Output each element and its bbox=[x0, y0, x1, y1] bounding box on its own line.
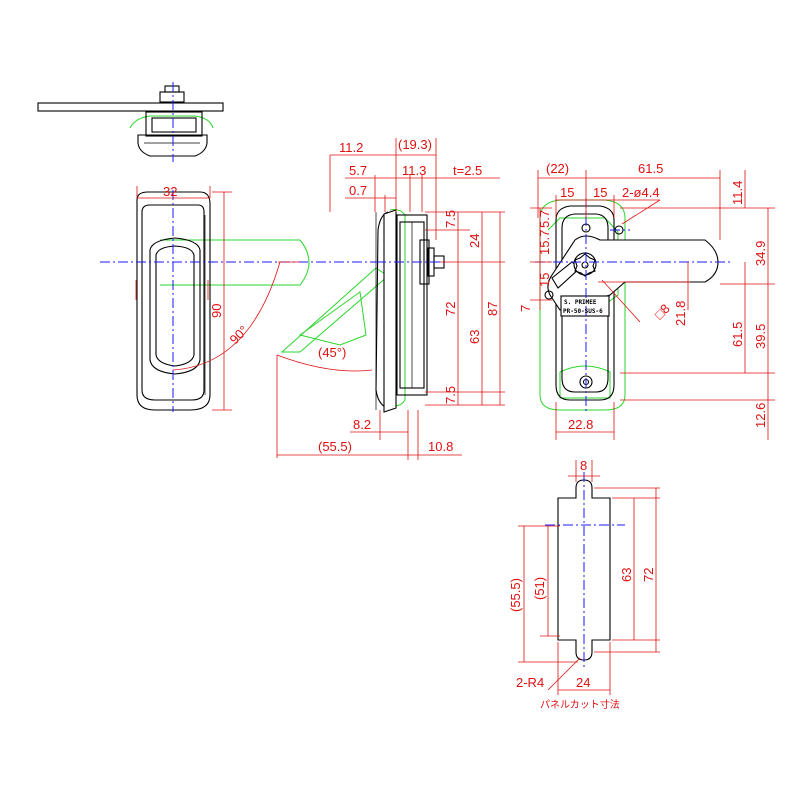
nameplate-line-1: S. PRIMEE bbox=[564, 299, 597, 306]
dim-11-2: 11.2 bbox=[339, 140, 363, 155]
cutout-caption: パネルカット寸法 bbox=[540, 698, 620, 711]
dim-15-b: 15 bbox=[593, 185, 607, 200]
dim-hole-dia: 2-ø4.4 bbox=[622, 185, 660, 200]
dim-cutout-24: 24 bbox=[576, 675, 590, 690]
dim-cutout-72: 72 bbox=[641, 568, 656, 582]
dim-8-2: 8.2 bbox=[353, 417, 371, 432]
dim-thickness: t=2.5 bbox=[453, 163, 482, 178]
dim-21-8: 21.8 bbox=[673, 301, 688, 326]
dim-cutout-63: 63 bbox=[619, 568, 634, 582]
dim-15-a: 15 bbox=[560, 185, 574, 200]
dim-15-rear: 15 bbox=[537, 273, 552, 287]
dim-5-7-rear: 5.7 bbox=[537, 210, 552, 228]
dim-7-5-top: 7.5 bbox=[443, 210, 458, 228]
dim-cutout-8: 8 bbox=[580, 458, 587, 473]
dim-61-5: 61.5 bbox=[638, 161, 663, 176]
dim-swing-angle: 90° bbox=[227, 323, 252, 348]
dim-12-6: 12.6 bbox=[753, 403, 768, 428]
dim-34-9: 34.9 bbox=[753, 241, 768, 266]
rear-view bbox=[530, 170, 775, 440]
dim-cutout-51: (51) bbox=[532, 577, 547, 600]
dim-cutout-radius: 2-R4 bbox=[516, 675, 544, 690]
dim-24: 24 bbox=[467, 234, 482, 248]
side-view bbox=[276, 138, 505, 460]
dim-0-7: 0.7 bbox=[349, 183, 367, 198]
dim-15-7: 15.7 bbox=[537, 230, 552, 255]
dim-61-5-vertical: 61.5 bbox=[730, 322, 745, 347]
dim-5-7: 5.7 bbox=[349, 163, 367, 178]
dim-7-rear: 7 bbox=[518, 305, 533, 312]
dim-63: 63 bbox=[467, 330, 482, 344]
dim-22-8: 22.8 bbox=[568, 417, 593, 432]
dim-11-3: 11.3 bbox=[402, 163, 426, 178]
dim-7-5-bottom: 7.5 bbox=[443, 386, 458, 404]
dim-87: 87 bbox=[485, 302, 500, 316]
nameplate-line-2: PR-50-SUS-6 bbox=[563, 308, 603, 315]
front-view bbox=[100, 186, 380, 412]
dim-front-width: 32 bbox=[163, 184, 177, 199]
dim-cutout-55-5: (55.5) bbox=[508, 578, 523, 612]
plan-view bbox=[37, 82, 224, 162]
dim-10-8: 10.8 bbox=[428, 439, 453, 454]
dim-45-angle: (45°) bbox=[318, 345, 346, 360]
dim-22: (22) bbox=[546, 161, 569, 176]
dim-19-3: (19.3) bbox=[398, 137, 432, 152]
dim-square-8: □8 bbox=[652, 301, 673, 322]
dim-55-5: (55.5) bbox=[318, 439, 352, 454]
dim-72: 72 bbox=[443, 302, 458, 316]
dim-front-height: 90 bbox=[209, 304, 224, 318]
dim-39-5: 39.5 bbox=[753, 324, 768, 349]
panel-cutout bbox=[518, 460, 660, 695]
dim-11-4: 11.4 bbox=[730, 181, 745, 205]
